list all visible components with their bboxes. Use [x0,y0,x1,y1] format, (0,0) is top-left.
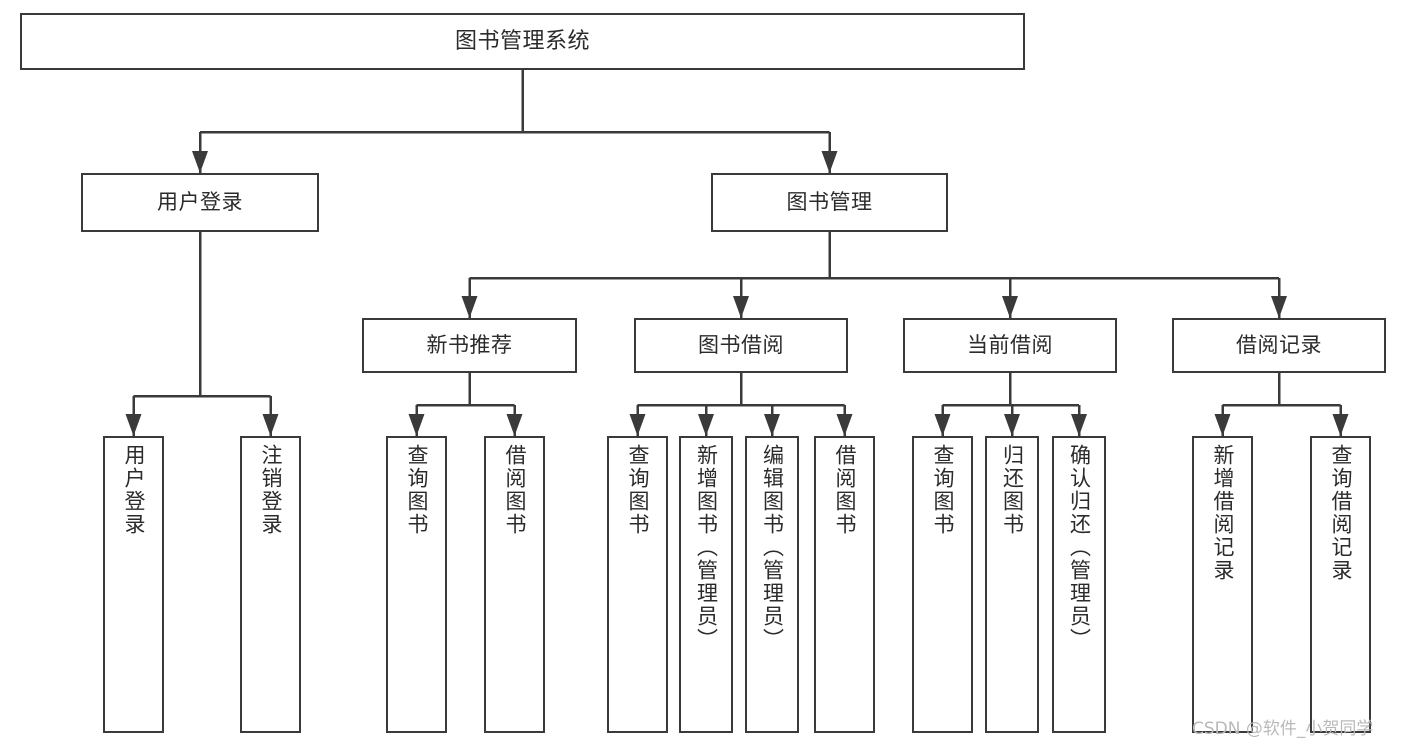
edge-arrowhead [1004,414,1020,436]
node-user_login[interactable]: 用户登录 [81,173,319,232]
node-label: 注销登录 [259,444,283,536]
edge-arrowhead [192,151,208,173]
edge-arrowhead [506,414,523,436]
node-leaf_add_book[interactable]: 新增图书（管理员） [679,436,733,733]
edge-arrowhead [821,151,838,173]
node-label: 用户登录 [122,444,146,536]
edge-arrowhead [125,414,142,436]
csdn-watermark: CSDN @软件_小贺同学 [1192,719,1374,739]
node-label: 借阅记录 [1236,333,1322,358]
edge-arrowhead [698,414,714,436]
node-label: 当前借阅 [967,333,1053,358]
edge-arrowhead [934,414,951,436]
node-label: 借阅图书 [503,444,527,536]
node-leaf_logout[interactable]: 注销登录 [240,436,301,733]
edge-arrowhead [764,414,780,436]
node-label: 新书推荐 [426,333,513,358]
edge-arrowhead [629,414,646,436]
node-book_manage[interactable]: 图书管理 [711,173,948,232]
edge-arrowhead [262,414,279,436]
node-leaf_query_book_2[interactable]: 查询图书 [607,436,668,733]
node-label: 图书管理系统 [454,28,590,54]
edge-arrowhead [408,414,425,436]
node-root[interactable]: 图书管理系统 [20,13,1025,70]
node-label: 查询图书 [626,444,650,536]
node-leaf_user_login[interactable]: 用户登录 [103,436,164,733]
node-label: 新增图书（管理员） [694,444,719,651]
node-label: 新增借阅记录 [1211,444,1235,582]
edge-arrowhead [461,296,478,318]
node-label: 查询借阅记录 [1329,444,1353,582]
node-borrow_record[interactable]: 借阅记录 [1172,318,1386,373]
node-label: 归还图书 [1000,444,1025,536]
node-leaf_borrow_book_1[interactable]: 借阅图书 [484,436,545,733]
node-label: 图书借阅 [698,333,784,358]
node-label: 查询图书 [931,444,955,536]
edge-arrowhead [1002,296,1018,318]
node-leaf_confirm_return[interactable]: 确认归还（管理员） [1052,436,1106,733]
edge-arrowhead [1271,296,1287,318]
node-book_borrow[interactable]: 图书借阅 [634,318,848,373]
edge-arrowhead [1071,414,1087,436]
node-leaf_query_record[interactable]: 查询借阅记录 [1310,436,1371,733]
node-label: 借阅图书 [833,444,857,536]
node-label: 查询图书 [405,444,429,536]
edge-arrowhead [1332,414,1349,436]
node-current_borrow[interactable]: 当前借阅 [903,318,1117,373]
node-leaf_add_record[interactable]: 新增借阅记录 [1192,436,1253,733]
node-leaf_borrow_book_2[interactable]: 借阅图书 [814,436,875,733]
edge-arrowhead [733,296,749,318]
node-label: 用户登录 [157,190,243,215]
node-leaf_query_book_3[interactable]: 查询图书 [912,436,973,733]
edge-arrowhead [1214,414,1231,436]
edge-arrowhead [836,414,853,436]
node-label: 确认归还（管理员） [1067,444,1092,651]
node-label: 图书管理 [786,190,873,215]
node-leaf_edit_book[interactable]: 编辑图书（管理员） [745,436,799,733]
node-new_book_rec[interactable]: 新书推荐 [362,318,577,373]
node-leaf_query_book_1[interactable]: 查询图书 [386,436,447,733]
node-leaf_return_book[interactable]: 归还图书 [985,436,1039,733]
node-label: 编辑图书（管理员） [760,444,785,651]
